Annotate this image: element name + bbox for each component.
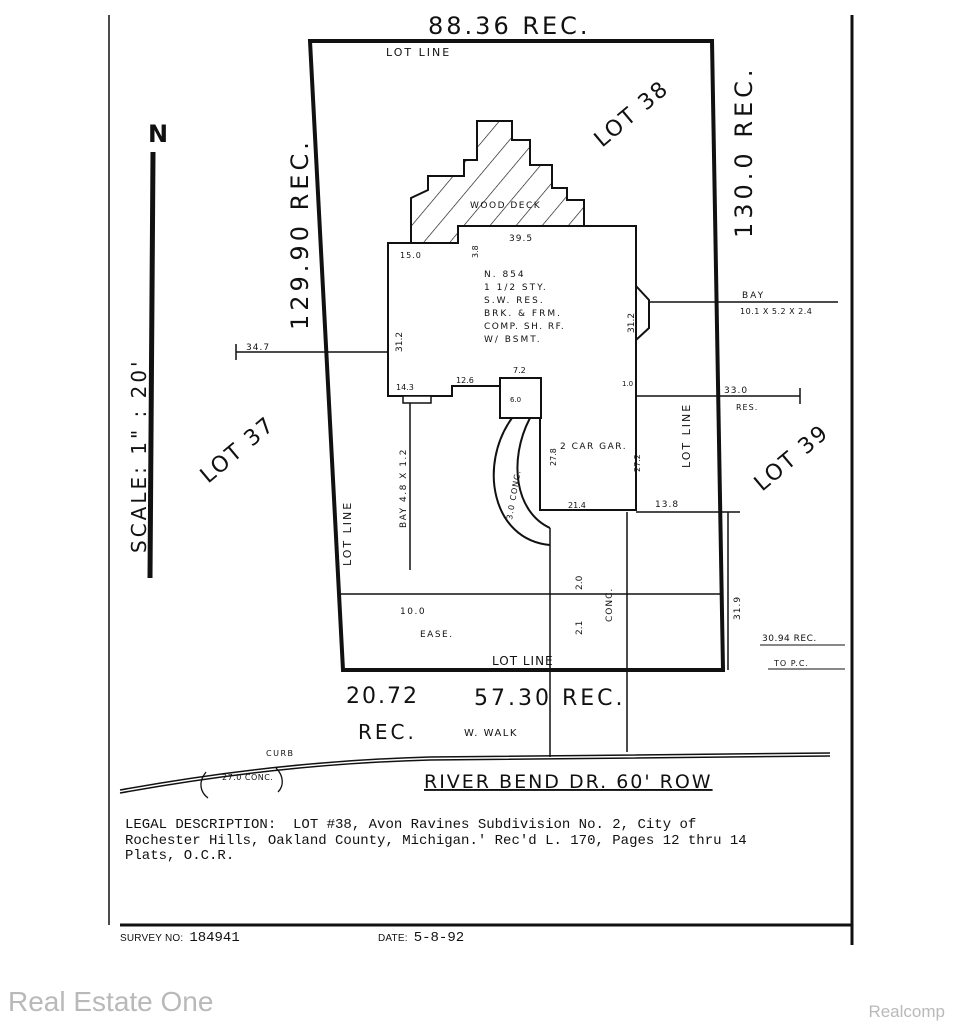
conc-bracket-left (200, 771, 209, 799)
frontage-walk: W. WALK (464, 728, 518, 739)
lot-line-bottom: LOT LINE (492, 654, 554, 668)
bay-east-dims: 10.1 X 5.2 X 2.4 (740, 307, 812, 316)
dim-34-7: 34.7 (246, 343, 270, 353)
dim-31-9: 31.9 (733, 596, 743, 620)
dim-13-8: 13.8 (655, 500, 679, 510)
bay-west-label: BAY 4.8 X 1.2 (399, 448, 409, 528)
easement-dim: 10.0 (400, 607, 426, 617)
dim-21-4: 21.4 (568, 501, 586, 510)
left-boundary-label: 129.90 REC. (286, 138, 314, 330)
walkway (492, 417, 551, 546)
lot-line-left: LOT LINE (341, 501, 354, 566)
dim-1-0: 1.0 (622, 380, 633, 388)
house-footprint (387, 225, 637, 511)
frontage-left: 20.72 (346, 684, 419, 709)
curb-line-2 (119, 755, 831, 794)
road-conc: 27.0 CONC. (222, 773, 273, 782)
house-line-1: N. 854 (484, 270, 526, 280)
dim-33-0: 33.0 (724, 386, 748, 396)
street-name: RIVER BEND DR. 60' ROW (424, 771, 713, 793)
dim-27-8: 27.8 (549, 448, 558, 466)
dim-res: RES. (736, 403, 758, 412)
lot-line-right: LOT LINE (680, 403, 693, 468)
wood-deck (410, 120, 585, 244)
north-arrow-shaft (147, 151, 156, 579)
survey-date: DATE: 5-8-92 (378, 928, 464, 948)
dim-12-6: 12.6 (456, 376, 474, 385)
top-boundary-label: 88.36 REC. (428, 12, 591, 40)
dim-7-2: 7.2 (513, 366, 526, 375)
drive-conc: CONC. (605, 588, 615, 622)
walk-conc-label: 3.0 CONC. (505, 469, 523, 520)
drive-2-1: 2.1 (575, 621, 585, 635)
survey-date-label: DATE: (378, 933, 408, 944)
lot-line-top: LOT LINE (386, 46, 451, 59)
lot-boundary (307, 39, 726, 672)
survey-date-value: 5-8-92 (413, 930, 465, 946)
lot-38-label: LOT 38 (590, 76, 674, 152)
dim-6-0: 6.0 (510, 396, 521, 404)
frontage-rec: REC. (358, 720, 417, 744)
house-line-4: BRK. & FRM. (484, 309, 562, 319)
step-box (499, 377, 542, 419)
bay-west-shape (402, 395, 432, 404)
north-arrow-label: N (148, 120, 168, 148)
dim-39-5: 39.5 (509, 234, 533, 244)
dim-30-94: 30.94 REC. (762, 634, 817, 644)
survey-number: SURVEY NO: 184941 (120, 928, 240, 948)
survey-number-value: 184941 (189, 930, 240, 946)
survey-number-label: SURVEY NO: (120, 933, 184, 944)
bay-east-shape (635, 283, 650, 343)
dim-15-0: 15.0 (400, 251, 422, 260)
bay-east-label: BAY (742, 291, 765, 301)
house-line-3: S.W. RES. (484, 296, 545, 306)
lot-39-label: LOT 39 (750, 420, 834, 496)
dim-31-2-right: 31.2 (627, 313, 637, 333)
right-boundary-label: 130.0 REC. (730, 65, 758, 238)
frontage-main: 57.30 REC. (474, 686, 626, 711)
watermark-real-estate-one: Real Estate One (8, 986, 214, 1017)
dim-31-2-left: 31.2 (395, 332, 405, 352)
dim-to-pc: TO P.C. (773, 659, 809, 668)
house-line-6: W/ BSMT. (484, 335, 542, 345)
legal-description: LEGAL DESCRIPTION: LOT #38, Avon Ravines… (125, 817, 747, 864)
watermark-realcomp: Realcomp (868, 1002, 945, 1021)
easement-label: EASE. (420, 630, 454, 640)
drive-2-0: 2.0 (575, 575, 585, 590)
dim-3-8: 3.8 (471, 245, 480, 258)
walkway-inner (516, 417, 551, 529)
dim-27-2: 27.2 (633, 454, 642, 472)
house-line-2: 1 1/2 STY. (484, 283, 548, 293)
conc-bracket-right (275, 767, 283, 793)
deck-label: WOOD DECK (470, 201, 541, 211)
garage-outline (539, 378, 636, 511)
curb-line (119, 752, 831, 791)
garage-label: 2 CAR GAR. (560, 442, 627, 452)
scale-label: SCALE: 1" : 20' (127, 358, 151, 553)
house-line-5: COMP. SH. RF. (484, 322, 565, 332)
lot-37-label: LOT 37 (196, 412, 280, 488)
dim-14-3: 14.3 (396, 383, 414, 392)
curb-label: CURB (266, 749, 295, 758)
